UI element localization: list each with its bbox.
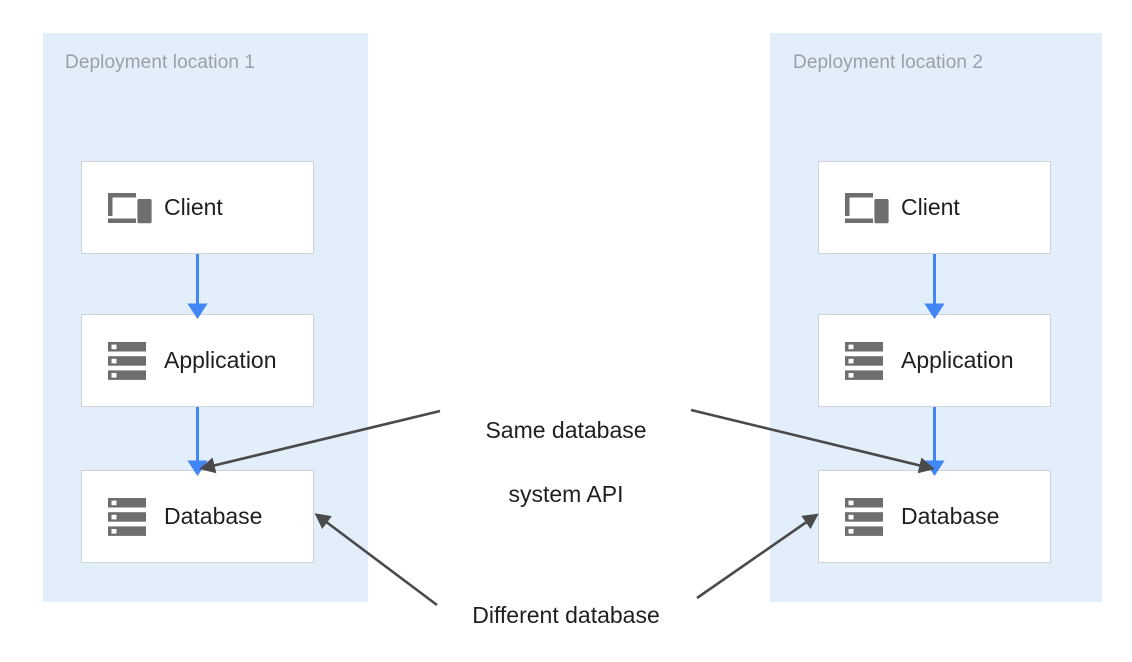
callout-system-line-1: Different database	[472, 602, 660, 628]
callout-same-database-system-api: Same database system API	[451, 382, 681, 542]
server-icon	[835, 341, 897, 381]
node-database-1[interactable]: Database	[81, 470, 314, 563]
node-database-2[interactable]: Database	[818, 470, 1051, 563]
node-client-1[interactable]: Client	[81, 161, 314, 254]
deployment-zone-1-title: Deployment location 1	[65, 52, 256, 73]
devices-icon	[835, 191, 897, 225]
deployment-zone-2-title: Deployment location 2	[793, 52, 984, 73]
server-icon	[98, 497, 160, 537]
node-client-1-label: Client	[164, 194, 223, 220]
node-application-2-label: Application	[901, 347, 1014, 373]
callout-api-line-1: Same database	[485, 417, 647, 443]
devices-icon	[98, 191, 160, 225]
callout-api-line-2: system API	[508, 481, 624, 507]
callout-different-database-system: Different database system	[451, 567, 681, 662]
node-database-1-label: Database	[164, 503, 263, 529]
node-client-2-label: Client	[901, 194, 960, 220]
server-icon	[835, 497, 897, 537]
node-application-2[interactable]: Application	[818, 314, 1051, 407]
node-application-1-label: Application	[164, 347, 277, 373]
server-icon	[98, 341, 160, 381]
node-database-2-label: Database	[901, 503, 1000, 529]
node-client-2[interactable]: Client	[818, 161, 1051, 254]
node-application-1[interactable]: Application	[81, 314, 314, 407]
